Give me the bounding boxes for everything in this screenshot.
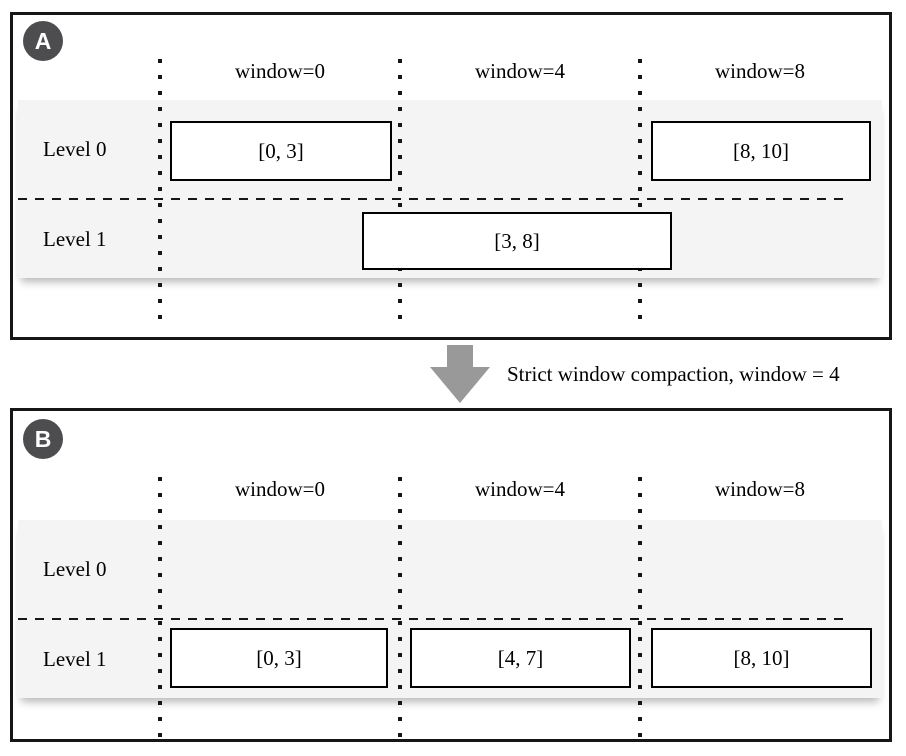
sstable-box: [8, 10] xyxy=(651,121,871,181)
sstable-box: [4, 7] xyxy=(410,628,631,688)
sstable-box: [0, 3] xyxy=(170,121,392,181)
window-boundary-line-4 xyxy=(398,477,402,739)
column-label-window-8: window=8 xyxy=(714,477,805,501)
panel-a: A window=0 window=4 window=8 Level 0 Lev… xyxy=(10,12,892,340)
level-divider-line xyxy=(18,198,850,200)
window-boundary-line-8 xyxy=(638,59,642,327)
column-label-window-0: window=0 xyxy=(234,477,325,501)
sstable-box: [3, 8] xyxy=(362,212,672,270)
window-boundary-line-4 xyxy=(398,59,402,327)
row-label-level-1: Level 1 xyxy=(43,227,107,251)
window-boundary-line-0 xyxy=(158,477,162,739)
column-label-window-8: window=8 xyxy=(714,59,805,83)
row-label-level-1: Level 1 xyxy=(43,647,107,671)
column-label-window-0: window=0 xyxy=(234,59,325,83)
down-arrow-icon xyxy=(430,345,490,403)
window-boundary-line-0 xyxy=(158,59,162,327)
column-label-window-4: window=4 xyxy=(474,59,565,83)
arrow-shaft xyxy=(447,345,473,368)
level-divider-line xyxy=(18,618,850,620)
column-label-window-4: window=4 xyxy=(474,477,565,501)
row-label-level-0: Level 0 xyxy=(43,136,107,161)
row-label-level-0: Level 0 xyxy=(43,556,107,581)
panel-a-badge: A xyxy=(23,21,63,61)
sstable-box: [8, 10] xyxy=(651,628,872,688)
sstable-box: [0, 3] xyxy=(170,628,388,688)
transition-row: Strict window compaction, window = 4 xyxy=(0,340,906,408)
panel-b: B window=0 window=4 window=8 Level 0 Lev… xyxy=(10,408,892,742)
panel-b-badge: B xyxy=(23,419,63,459)
arrow-head xyxy=(430,367,490,403)
transition-caption: Strict window compaction, window = 4 xyxy=(507,361,840,386)
window-boundary-line-8 xyxy=(638,477,642,739)
